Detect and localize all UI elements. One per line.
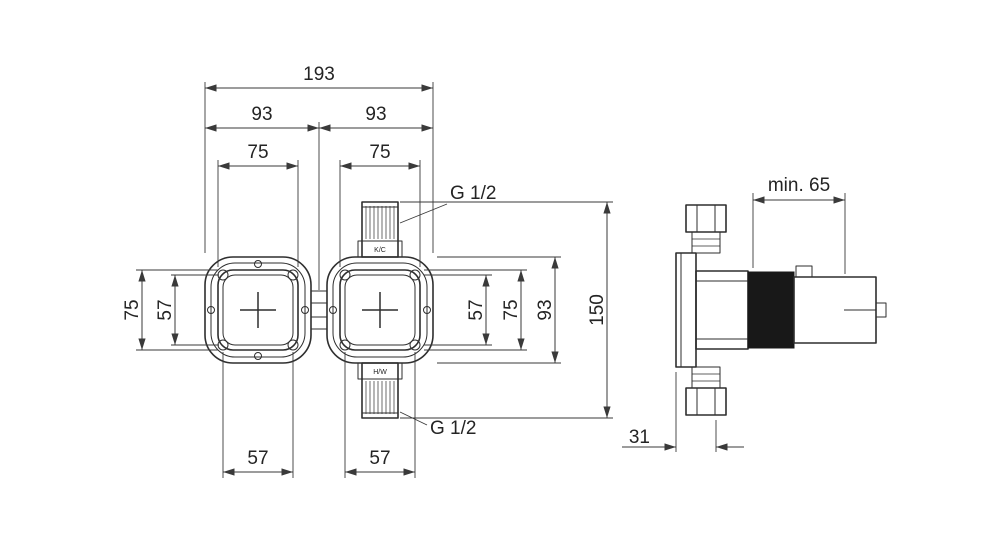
side-body [695,265,887,350]
front-view: K/C H/W [204,201,434,419]
port-label-bottom: H/W [373,369,387,376]
dim-label-57-right: 57 [466,299,487,320]
dim-93-right-vertical: 93 [437,256,561,364]
dim-label-75-left: 75 [122,299,143,320]
left-flange-gasket [210,262,306,358]
right-function-box [339,269,421,351]
bracket-lines [311,302,327,318]
dimensions: 193 93 93 75 75 75 57 [122,64,846,478]
wall-plate [675,252,697,368]
hex-facets [696,388,716,415]
side-top-port [685,204,727,254]
dim-label-150: 150 [587,294,608,326]
screw-hole-icon [287,339,299,351]
port-label-top: K/C [374,247,386,254]
dim-label-193: 193 [303,64,335,85]
bottom-port-collar [357,362,403,380]
hex-facets [696,205,716,232]
hex-nut [685,387,727,416]
screw-hole-icon [423,306,431,314]
dim-57-right-vertical: 57 [424,274,492,346]
screw-hole-icon [207,306,215,314]
dim-75-left-vertical: 75 [122,269,218,351]
dim-label-31: 31 [629,427,650,448]
connector-bracket [310,290,328,330]
neck-threads [692,373,720,382]
dim-93-top: 93 93 [205,104,433,290]
seal-sleeve [747,271,795,349]
left-flange [204,256,312,364]
dim-label-75-top-right: 75 [369,142,390,163]
dim-label-93-left: 93 [251,104,272,125]
screw-hole-icon [409,269,421,281]
dim-193: 193 [204,64,434,253]
right-flange-gasket [332,262,428,358]
center-cross-icon [362,292,398,328]
dim-75-right-vertical: 75 [424,269,527,351]
top-port-collar [357,240,403,258]
dim-label-57-left: 57 [155,299,176,320]
right-function-box-inner [344,274,416,346]
dim-label-93-side: 93 [535,299,556,320]
screw-hole-icon [409,339,421,351]
screw-hole-icon [254,260,262,268]
right-flange [326,256,434,364]
thread-hatch [365,206,395,239]
thread-callout-bottom: G 1/2 [399,411,476,439]
port-neck [691,366,721,389]
dim-label-57-bottom-right: 57 [369,448,390,469]
screw-hole-icon [339,269,351,281]
left-function-box-inner [222,274,294,346]
thread-hatch [365,381,395,414]
screw-hole-icon [329,306,337,314]
side-view [675,204,887,416]
dim-75-top: 75 75 [217,142,421,267]
screw-hole-icon [287,269,299,281]
top-port: K/C [357,201,403,258]
dim-label-93-right: 93 [365,104,386,125]
neck-threads [692,238,720,247]
dim-label-57-bottom-left: 57 [247,448,268,469]
front-housing [695,270,749,350]
bracket-body [310,290,328,330]
dim-label-75-top-left: 75 [247,142,268,163]
bottom-port: H/W [357,362,403,419]
dim-150-vertical: 150 [400,201,613,419]
thread-label-top: G 1/2 [450,183,496,204]
left-function-box [217,269,299,351]
body-tab [795,265,813,278]
thread-callout-top: G 1/2 [399,183,496,224]
dim-57-bottom: 57 57 [222,352,416,478]
dim-57-left-vertical: 57 [155,274,219,346]
dim-label-min-65: min. 65 [768,175,830,196]
spindle-end [875,302,887,318]
screw-hole-icon [339,339,351,351]
thread-label-bottom: G 1/2 [430,418,476,439]
front-housing-steps [696,280,748,340]
screw-hole-icon [254,352,262,360]
hex-nut [685,204,727,233]
side-bottom-port [685,366,727,416]
dim-31: 31 [622,372,744,452]
center-cross-icon [240,292,276,328]
port-neck [691,231,721,254]
screw-hole-icon [301,306,309,314]
dim-min-65: min. 65 [752,175,846,274]
dim-label-75-right: 75 [501,299,522,320]
